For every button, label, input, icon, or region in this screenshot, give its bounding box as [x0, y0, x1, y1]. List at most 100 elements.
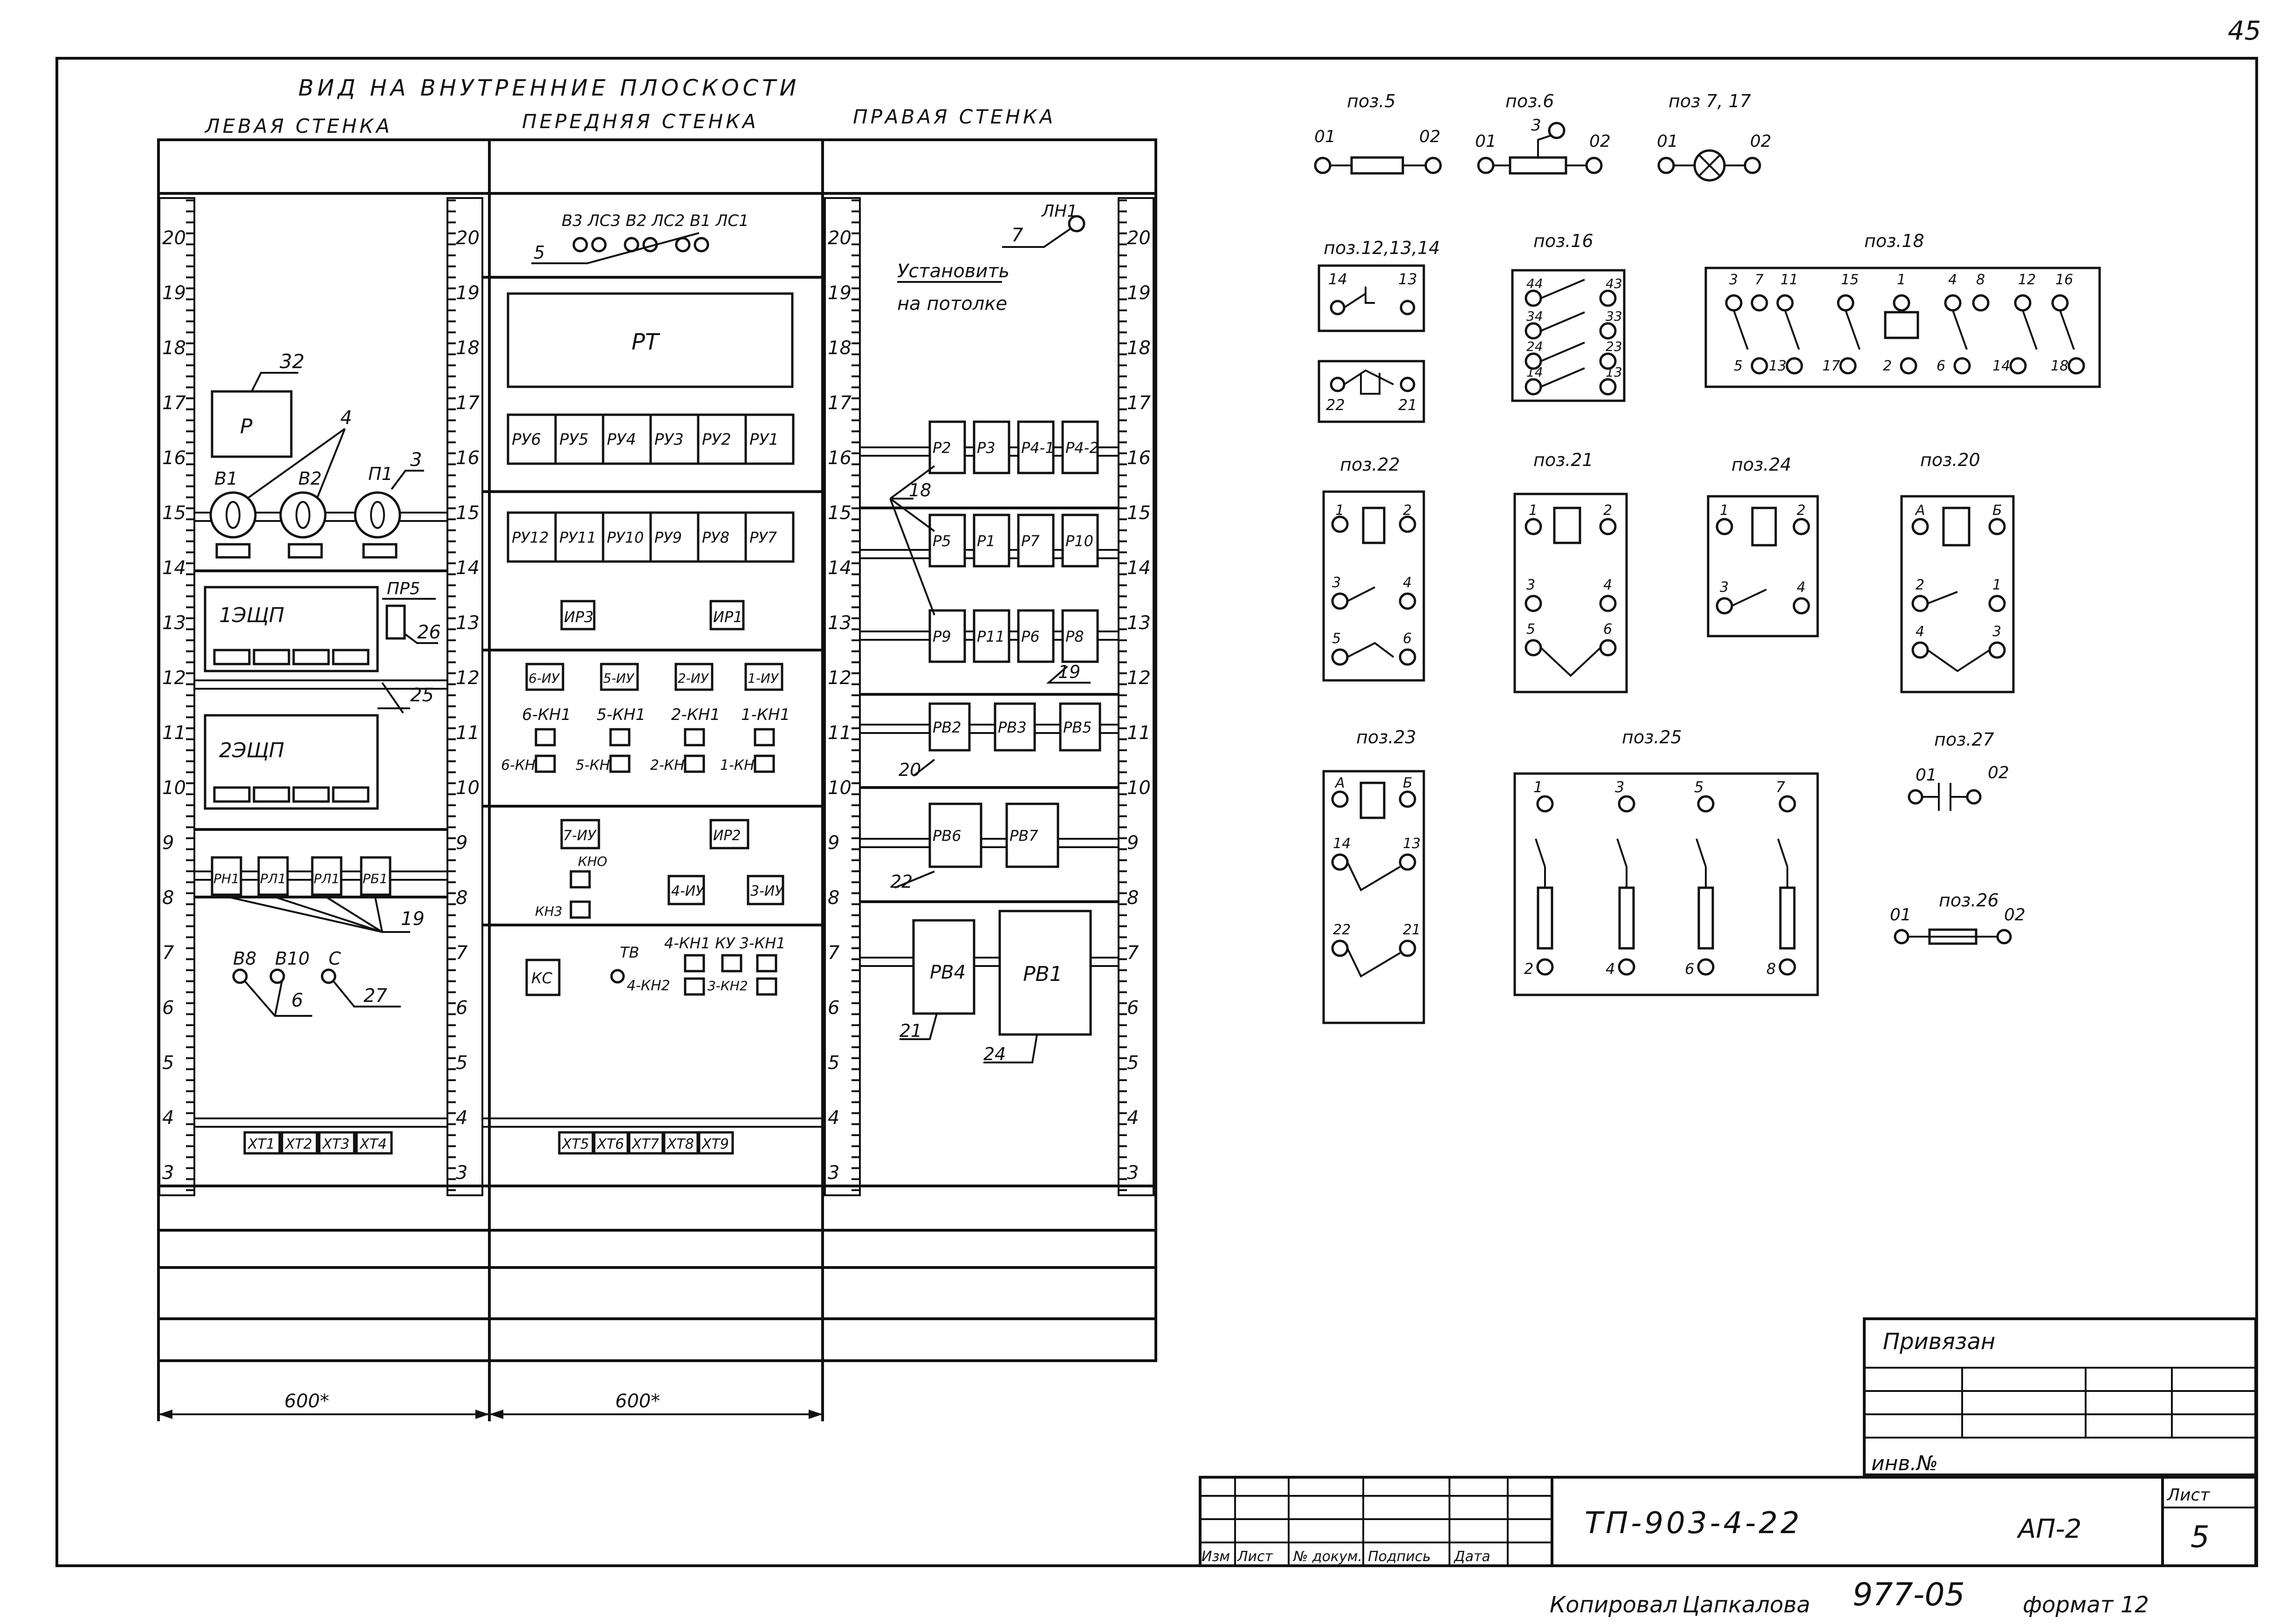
pin-terminal — [1536, 958, 1554, 976]
pin-terminal — [1792, 518, 1810, 535]
pin-label: 14 — [1992, 358, 2010, 374]
ruler-label: 15 — [456, 502, 480, 524]
ruler-label: 3 — [456, 1162, 467, 1184]
pin-label: 2 — [1403, 502, 1412, 519]
pin-terminal — [1524, 322, 1542, 340]
pin-label: 3 — [1615, 778, 1624, 796]
pin-label: 2 — [1524, 960, 1533, 978]
ruler-label: 11 — [1127, 722, 1151, 744]
ru-top-box — [697, 413, 747, 465]
ru-top-label: РУ1 — [749, 431, 779, 449]
pin-terminal — [1331, 648, 1349, 666]
rw-relay-box — [928, 702, 971, 752]
ru-bottom-label: РУ7 — [749, 529, 777, 547]
ru-bottom-label: РУ10 — [607, 529, 644, 547]
pin-label: 8 — [1766, 960, 1776, 978]
pin-label: 4 — [1916, 624, 1924, 640]
pin-label: 4 — [1797, 579, 1806, 596]
iu-label: 5-ИУ — [603, 671, 635, 686]
ru-top-label: РУ2 — [702, 431, 731, 449]
pos12-title: поз.12,13,14 — [1324, 238, 1440, 258]
pin-terminal — [1785, 357, 1803, 375]
callout-32: 32 — [280, 350, 304, 373]
pin-terminal — [1399, 592, 1416, 610]
rw-relay-box — [1017, 609, 1055, 663]
pin-label: 12 — [2018, 272, 2036, 288]
ru-top-box — [602, 413, 652, 465]
front-terminal-box — [593, 1131, 629, 1155]
pos16-title: поз.16 — [1533, 231, 1593, 251]
contact-line — [1784, 310, 1800, 350]
ru-bottom-box — [507, 511, 557, 563]
ruler-label: 17 — [162, 392, 186, 414]
ruler-label: 20 — [1127, 227, 1151, 249]
pin-terminal — [1972, 294, 1990, 312]
switch-line — [1696, 838, 1707, 867]
ruler-label: 9 — [456, 832, 467, 854]
front-terminal-box — [663, 1131, 699, 1155]
ruler-label: 12 — [828, 667, 852, 689]
ks-label: КС — [531, 969, 553, 987]
front-wall-title: ПЕРЕДНЯЯ СТЕНКА — [522, 110, 759, 133]
pin-terminal — [1911, 595, 1929, 612]
ruler-label: 18 — [162, 337, 186, 359]
pin-label: 14 — [1333, 836, 1351, 852]
rw-relay-label: РВ6 — [933, 827, 961, 845]
kn2-button — [609, 754, 631, 773]
pin-terminal — [1988, 641, 2006, 659]
svg-text:22: 22 — [1326, 396, 1345, 414]
relay-rb1: РБ1 — [363, 871, 388, 886]
pos20-title: поз.20 — [1920, 450, 1980, 470]
svg-text:3: 3 — [1531, 116, 1541, 135]
rw-relay-box — [1061, 514, 1099, 568]
footer-name: Цапкалова — [1682, 1592, 1810, 1618]
kn2-button — [535, 754, 556, 773]
pin-label: 2 — [1883, 358, 1892, 374]
front-width-dim: 600* — [615, 1391, 660, 1412]
ruler-label: 11 — [456, 722, 480, 744]
callout-5: 5 — [534, 242, 545, 263]
pin-label: 8 — [1976, 272, 1985, 288]
contact-line — [1346, 948, 1401, 978]
pin-label: А — [1334, 775, 1345, 791]
fuse-body — [1618, 886, 1635, 950]
ruler-label: 19 — [456, 282, 480, 304]
pin-terminal — [1331, 939, 1349, 957]
ruler-label: 18 — [456, 337, 480, 359]
contact-line — [2059, 310, 2075, 350]
callout-25: 25 — [410, 685, 434, 706]
pin-terminal — [1399, 648, 1416, 666]
ruler-label: 17 — [1127, 392, 1151, 414]
pin-terminal — [1524, 595, 1542, 612]
ruler-label: 13 — [828, 612, 852, 634]
rw-relay-box — [928, 609, 966, 663]
ru-bottom-box — [649, 511, 700, 563]
kn1-button — [609, 728, 631, 747]
sheet-label: Лист — [2166, 1486, 2210, 1505]
pin-terminal — [1697, 958, 1715, 976]
left-wall-title: ЛЕВАЯ СТЕНКА — [204, 115, 392, 137]
pin-label: 5 — [1694, 778, 1703, 796]
gauge-p1 — [354, 491, 401, 539]
iu-box — [525, 663, 564, 691]
pin-terminal — [1331, 592, 1349, 610]
ruler-label: 12 — [456, 667, 480, 689]
ruler-label: 7 — [1127, 942, 1139, 964]
pin-terminal — [1779, 958, 1796, 976]
pr5-label: ПР5 — [387, 579, 420, 598]
ruler-label: 4 — [828, 1107, 839, 1129]
pin-terminal — [1524, 518, 1542, 535]
kn1-label: 5-КН1 — [597, 706, 646, 724]
gauge-v1-label: В1 — [214, 468, 238, 489]
rw-relay-label: Р3 — [977, 439, 996, 457]
pin-label: 5 — [1332, 630, 1341, 647]
ruler-label: 17 — [456, 392, 480, 414]
rw-relay-label: Р8 — [1065, 628, 1084, 645]
pin-terminal — [1751, 294, 1768, 312]
contact-line — [1540, 279, 1585, 299]
pin-label: А — [1915, 502, 1925, 519]
ruler-label: 19 — [1127, 282, 1151, 304]
pin-terminal — [1618, 795, 1635, 813]
